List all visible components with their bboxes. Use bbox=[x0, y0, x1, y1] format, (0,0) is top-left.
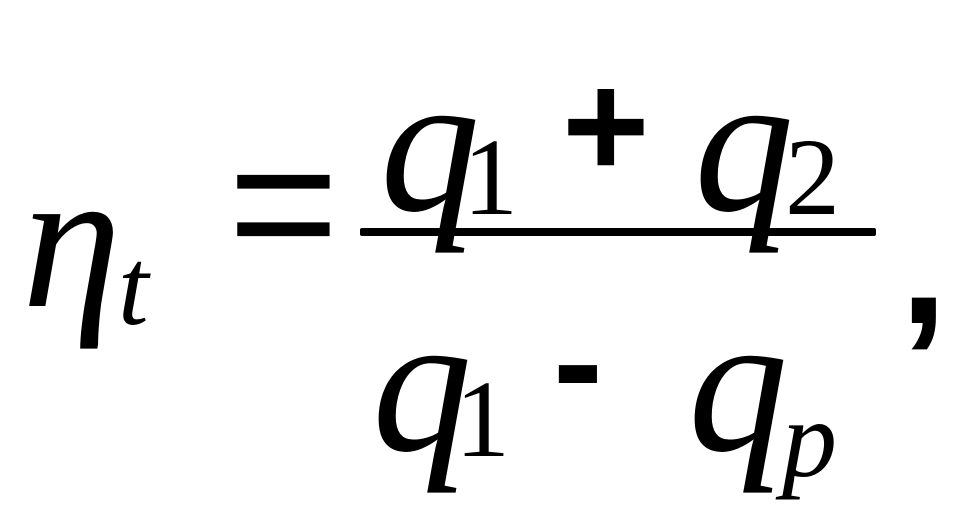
numerator-q2-symbol: q bbox=[694, 33, 794, 254]
eta-subscript: t bbox=[118, 226, 149, 348]
denominator-q1-symbol: q bbox=[372, 273, 472, 494]
eta-symbol: η bbox=[22, 129, 122, 350]
numerator-plus-operator: + bbox=[562, 41, 650, 209]
denominator-q1-subscript: 1 bbox=[455, 358, 510, 480]
numerator-q2-subscript: 2 bbox=[785, 116, 840, 238]
numerator-q1-subscript: 1 bbox=[463, 116, 518, 238]
fraction-bar bbox=[360, 228, 876, 236]
trailing-comma: , bbox=[900, 170, 948, 360]
denominator-qp-symbol: q bbox=[688, 273, 788, 494]
denominator-qp-subscript: p bbox=[782, 378, 837, 500]
denominator-minus-operator: - bbox=[553, 277, 603, 445]
numerator-q1-symbol: q bbox=[380, 33, 480, 254]
equals-sign: = bbox=[228, 97, 339, 309]
